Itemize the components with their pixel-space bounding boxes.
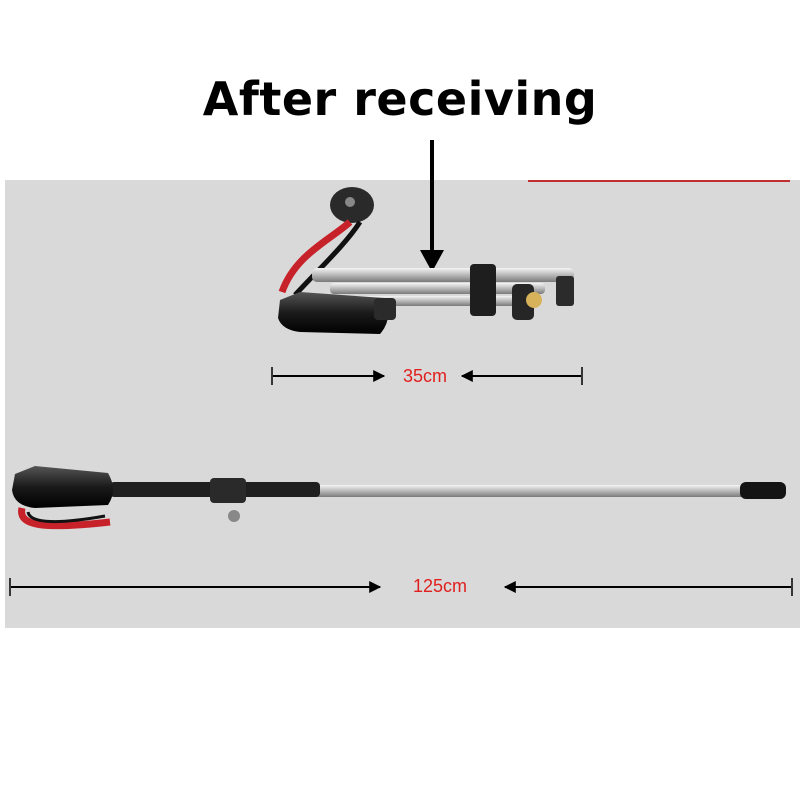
headline: After receiving — [202, 72, 598, 126]
folded-pole-image — [278, 187, 574, 334]
folded-dimension-line — [271, 367, 583, 385]
extended-pole-image — [12, 466, 786, 530]
extended-length-label: 125cm — [412, 576, 468, 596]
down-arrow — [420, 140, 444, 272]
folded-length-label: 35cm — [402, 366, 447, 386]
extended-dimension-line — [9, 578, 793, 596]
product-photo-backdrop — [5, 180, 800, 628]
